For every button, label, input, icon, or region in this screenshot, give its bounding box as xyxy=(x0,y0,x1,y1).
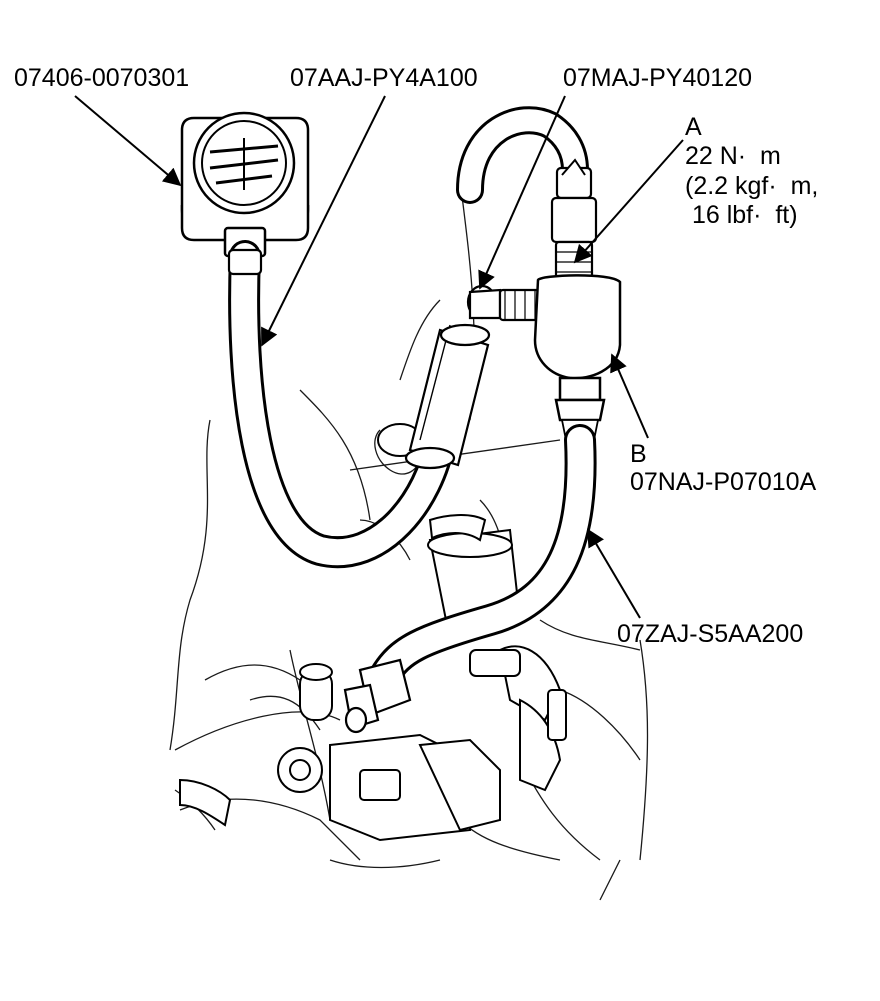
leader-hose-b xyxy=(587,528,641,619)
callout-a-letter: A xyxy=(685,113,702,141)
adapter-loop-hose xyxy=(456,106,589,204)
connector-hose-b xyxy=(369,424,597,691)
torque-kgf: (2.2 kgf· m, xyxy=(685,172,819,200)
adapter-fitting xyxy=(498,158,598,322)
callout-adapter-part-number: 07MAJ-PY40120 xyxy=(563,64,753,92)
tee-fitting-b xyxy=(533,274,622,441)
leader-gauge-hose xyxy=(261,95,386,347)
leader-tee-b xyxy=(610,353,649,439)
fuel-rail-connector xyxy=(343,658,412,734)
callout-b-letter: B xyxy=(630,440,647,468)
callout-gauge-part-number: 07406-0070301 xyxy=(14,64,190,92)
torque-nm: 22 N· m xyxy=(685,142,781,170)
leader-torque-a xyxy=(573,139,684,264)
gauge-hose xyxy=(228,240,456,568)
callout-hose-b-part-number: 07ZAJ-S5AA200 xyxy=(617,620,804,648)
leader-lines xyxy=(74,95,684,619)
torque-lbf: 16 lbf· ft) xyxy=(685,201,798,229)
engine-components xyxy=(179,423,567,842)
callout-tee-part-number: 07NAJ-P07010A xyxy=(630,468,817,496)
leader-adapter xyxy=(478,95,566,290)
leader-gauge xyxy=(74,95,182,187)
pressure-gauge xyxy=(180,111,310,258)
callout-hose-part-number: 07AAJ-PY4A100 xyxy=(290,64,478,92)
